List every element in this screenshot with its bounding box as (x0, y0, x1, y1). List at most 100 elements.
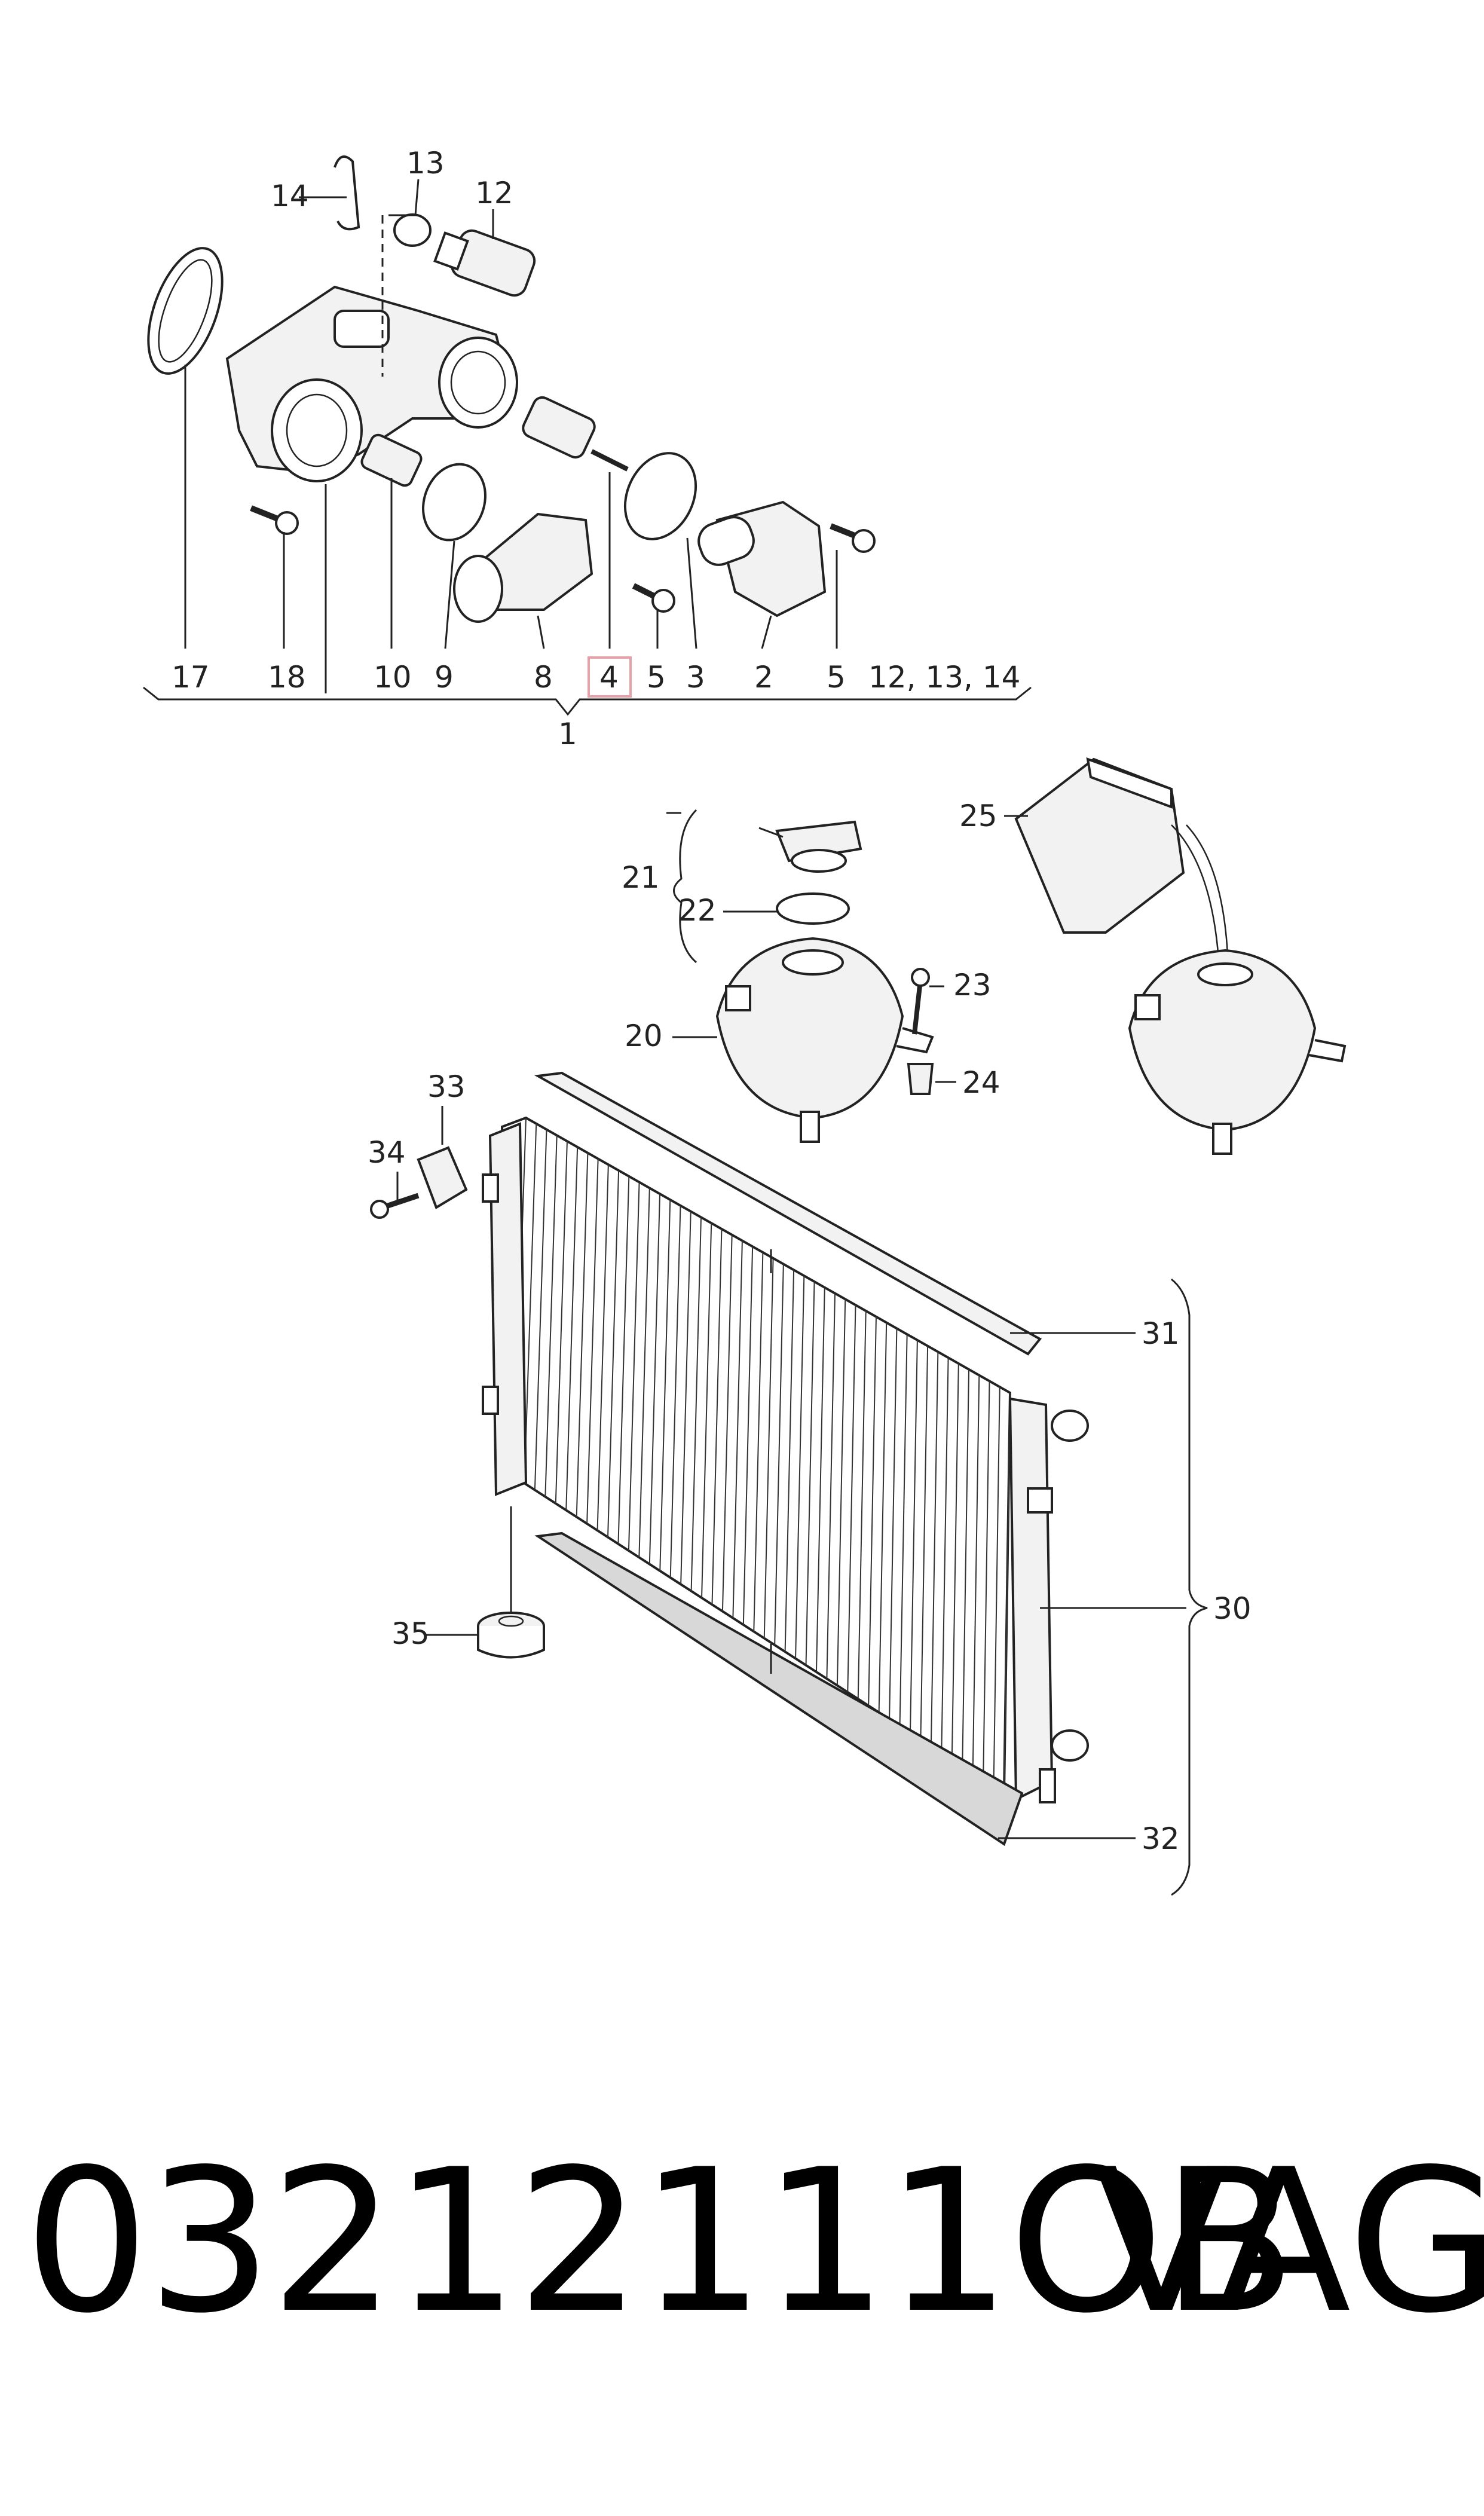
sensor-part (360, 433, 423, 487)
thermostat-part (522, 396, 629, 472)
part-number: 03212111OB (24, 2127, 1297, 2356)
bolt-34-part (370, 1193, 420, 1219)
radiator-part (482, 1116, 1089, 1803)
expansion-tank-filling-part (1128, 949, 1347, 1155)
radiator-fin-line (721, 1234, 733, 1612)
callout-3: 3 (686, 660, 705, 695)
radiator-fin-line (1003, 1392, 1011, 1794)
radiator-fin-line (951, 1364, 959, 1760)
rubber-mount-part (477, 1612, 545, 1659)
radiator-fin-line (544, 1135, 558, 1497)
radiator-fin-line (690, 1217, 702, 1591)
radiator-fin-line (857, 1310, 867, 1699)
radiator-fin-line (889, 1328, 898, 1719)
radiator-fin-line (909, 1340, 918, 1733)
bolt-18-part (250, 505, 299, 535)
gasket-ring-part (147, 247, 224, 375)
radiator-fin-line (763, 1258, 774, 1638)
callout-12-13-14: 12, 13, 14 (868, 660, 1020, 695)
radiator-fin-line (815, 1287, 825, 1673)
coolant-bottle-part (1014, 757, 1229, 969)
callout-labels: 17 18 10 9 8 4 5 3 2 5 12, 13, 14 1 14 1… (172, 146, 1252, 1856)
seal-strip-bottom-part (534, 1531, 1024, 1847)
radiator-fin-line (659, 1199, 671, 1571)
footer: 03212111OB VAG (0, 2104, 1484, 2379)
callout-22: 22 (678, 893, 717, 928)
coolant-flange-part (697, 500, 827, 617)
radiator-fin-line (648, 1194, 661, 1564)
radiator-fin-line (993, 1387, 1000, 1787)
radiator-fin-line (899, 1334, 908, 1726)
thermostat-housing-group (147, 155, 876, 623)
screw-part (911, 968, 930, 1035)
callout-20: 20 (625, 1019, 663, 1053)
radiator-fin-line (972, 1375, 980, 1774)
radiator-group (370, 1071, 1208, 1896)
radiator-fin-line (524, 1123, 537, 1484)
radiator-fin-line (878, 1322, 888, 1713)
radiator-fin-line (586, 1158, 599, 1524)
callout-1: 1 (558, 717, 577, 751)
radiator-fin-line (930, 1352, 939, 1747)
radiator-fin-line (983, 1381, 990, 1780)
callout-30: 30 (1213, 1591, 1252, 1626)
clip-nut-part (907, 1063, 934, 1095)
reservoir-cap-part (775, 820, 862, 873)
callout-5b: 5 (827, 660, 846, 695)
radiator-fin-line (868, 1316, 877, 1706)
callout-23: 23 (953, 968, 992, 1002)
mount-bracket-part (417, 1146, 468, 1209)
radiator-fin-line (565, 1147, 579, 1511)
callout-31: 31 (1142, 1316, 1180, 1351)
radiator-fin-line (826, 1293, 836, 1679)
radiator-fin-line (680, 1211, 691, 1585)
coolant-pipe-part (453, 512, 593, 623)
radiator-fin-line (638, 1188, 650, 1558)
brand-name: VAG (1094, 2127, 1484, 2356)
radiator-fin-line (795, 1276, 805, 1659)
callout-4: 4 (599, 660, 619, 695)
radiator-fin-line (732, 1240, 743, 1618)
thermostat-housing-part (225, 215, 518, 482)
callout-18: 18 (268, 660, 306, 695)
callout-35: 35 (391, 1616, 430, 1651)
o-ring-medium-part (422, 463, 486, 542)
callout-10: 10 (374, 660, 412, 695)
radiator-fin-line (941, 1358, 949, 1753)
callout-8: 8 (534, 660, 553, 695)
leader-lines (143, 179, 1032, 716)
radiator-fin-line (742, 1246, 754, 1625)
callout-32: 32 (1142, 1821, 1180, 1856)
radiator-fin-line (836, 1299, 846, 1686)
clip-part (333, 155, 360, 231)
radiator-fin-line (753, 1252, 764, 1632)
radiator-fin-line (847, 1305, 856, 1692)
callout-17: 17 (172, 660, 210, 695)
radiator-fin-line (628, 1182, 640, 1551)
radiator-fin-line (774, 1264, 784, 1645)
seal-strip-top-part (534, 1071, 1042, 1356)
o-ring-large-part (623, 452, 697, 540)
expansion-tank-group (666, 757, 1347, 1155)
callout-21: 21 (622, 860, 660, 895)
cap-seal-part (776, 892, 850, 925)
radiator-fin-line (555, 1141, 568, 1504)
radiator-fin-line (534, 1129, 547, 1490)
radiator-fin-line (576, 1152, 589, 1517)
radiator-fins (513, 1117, 1011, 1794)
radiator-fin-line (617, 1176, 630, 1544)
radiator-fin-line (920, 1346, 929, 1740)
callout-25: 25 (959, 799, 998, 833)
radiator-fin-line (669, 1205, 681, 1578)
callout-13: 13 (406, 146, 445, 181)
callout-2: 2 (754, 660, 773, 695)
callout-9: 9 (435, 660, 454, 695)
callout-33: 33 (427, 1069, 466, 1104)
callout-34: 34 (368, 1135, 406, 1170)
radiator-fin-line (962, 1369, 970, 1766)
callout-14: 14 (271, 179, 309, 213)
radiator-fin-line (711, 1228, 723, 1605)
expansion-tank-part (715, 937, 934, 1143)
highlight-box (588, 656, 632, 698)
radiator-fin-line (701, 1223, 712, 1598)
